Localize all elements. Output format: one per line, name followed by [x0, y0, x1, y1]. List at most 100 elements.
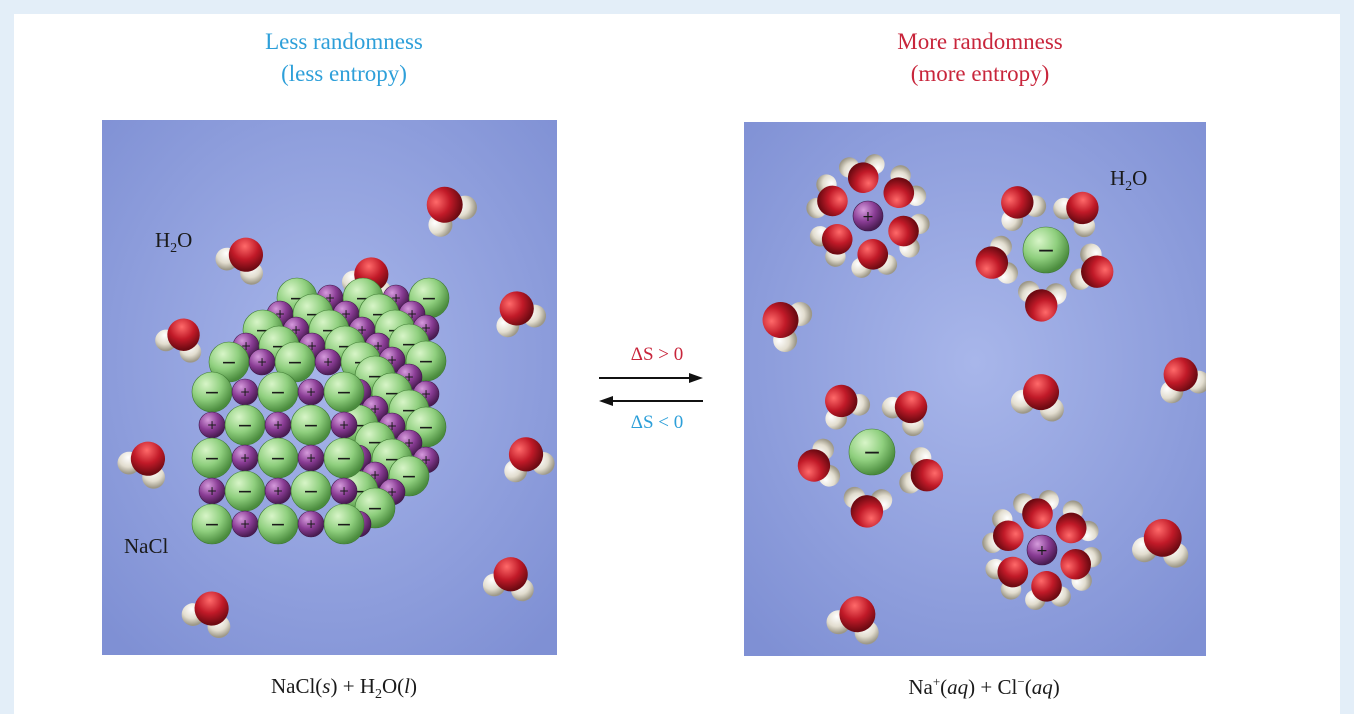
water-molecule	[496, 291, 547, 338]
sodium-ion: +	[264, 477, 292, 505]
water-molecule	[985, 556, 1029, 600]
minus-sign: −	[336, 513, 352, 535]
water-molecule	[1055, 500, 1099, 544]
water-molecule	[881, 390, 928, 437]
chloride-ion: −	[323, 371, 365, 413]
water-molecule	[797, 438, 841, 487]
plus-sign: +	[240, 517, 250, 531]
oxygen-atom	[1025, 289, 1058, 322]
minus-sign: −	[863, 440, 881, 465]
sodium-ion: +	[198, 411, 226, 439]
minus-sign: −	[1037, 238, 1055, 263]
minus-sign: −	[336, 381, 352, 403]
plus-sign: +	[207, 418, 217, 432]
oxygen-atom	[499, 291, 534, 326]
oxygen-atom	[1023, 374, 1060, 411]
oxygen-atom	[992, 520, 1024, 552]
minus-sign: −	[418, 416, 434, 438]
plus-sign: +	[387, 419, 397, 433]
oxygen-atom	[426, 186, 463, 223]
minus-sign: −	[221, 351, 237, 373]
hydrated-ions: + − − +	[762, 154, 1206, 645]
oxygen-atom	[167, 318, 200, 351]
oxygen-atom	[1163, 357, 1198, 392]
water-molecule	[1025, 571, 1071, 610]
plus-sign: +	[306, 517, 316, 531]
sodium-ion: +	[248, 348, 276, 376]
plus-sign: +	[306, 451, 316, 465]
oxygen-atom	[839, 596, 876, 633]
sodium-ion: +	[852, 200, 884, 232]
water-molecule	[975, 235, 1018, 284]
plus-sign: +	[404, 436, 414, 450]
sodium-ion: +	[198, 477, 226, 505]
sodium-ion: +	[264, 411, 292, 439]
chloride-ion: −	[224, 404, 266, 446]
oxygen-atom	[888, 215, 919, 247]
chloride-ion: −	[848, 428, 896, 476]
water-molecule	[809, 223, 853, 267]
plus-sign: +	[273, 418, 283, 432]
water-molecule	[899, 447, 944, 494]
oxygen-atom	[1001, 186, 1034, 219]
plus-sign: +	[357, 323, 367, 337]
oxygen-atom	[1055, 512, 1087, 544]
plus-sign: +	[862, 209, 874, 225]
water-molecule	[1060, 546, 1102, 591]
chloride-ion: −	[323, 437, 365, 479]
minus-sign: −	[270, 513, 286, 535]
sodium-ion: +	[1026, 534, 1058, 566]
oxygen-atom	[975, 246, 1009, 279]
minus-sign: −	[204, 381, 220, 403]
plus-sign: +	[387, 485, 397, 499]
forward-delta-label: ΔS > 0	[630, 344, 684, 365]
reverse-delta-label: ΔS < 0	[630, 412, 684, 433]
minus-sign: −	[204, 513, 220, 535]
plus-sign: +	[421, 321, 431, 335]
plus-sign: +	[307, 339, 317, 353]
chloride-ion: −	[191, 503, 233, 545]
right-equation: Na+(aq) + Cl−(aq)	[908, 674, 1060, 699]
minus-sign: −	[287, 351, 303, 373]
plus-sign: +	[391, 291, 401, 305]
hydrated-chloride: −	[975, 186, 1114, 322]
oxygen-atom	[910, 459, 944, 492]
water-molecule	[851, 239, 898, 278]
free-water-molecule	[1132, 518, 1189, 568]
chloride-ion: −	[290, 470, 332, 512]
water-molecule	[181, 591, 231, 639]
plus-sign: +	[273, 484, 283, 498]
oxygen-atom	[857, 239, 889, 270]
plus-sign: +	[373, 339, 383, 353]
chloride-ion: −	[208, 341, 250, 383]
left-heading-line2: (less entropy)	[281, 61, 407, 86]
chloride-ion: −	[323, 503, 365, 545]
plus-sign: +	[404, 370, 414, 384]
oxygen-atom	[850, 495, 884, 528]
free-water-molecule	[1160, 357, 1206, 404]
oxygen-atom	[194, 591, 229, 626]
minus-sign: −	[421, 287, 437, 309]
water-molecule	[117, 441, 166, 489]
plus-sign: +	[370, 402, 380, 416]
minus-sign: −	[401, 465, 417, 487]
left-heading: Less randomness (less entropy)	[194, 26, 494, 90]
plus-sign: +	[339, 418, 349, 432]
reverse-arrow	[599, 396, 703, 406]
hydrated-sodium: +	[806, 154, 930, 278]
chloride-ion: −	[224, 470, 266, 512]
oxygen-atom	[762, 302, 799, 338]
plus-sign: +	[1036, 543, 1048, 559]
chloride-ion: −	[191, 371, 233, 413]
hydrated-sodium: +	[982, 490, 1102, 610]
oxygen-atom	[228, 237, 264, 272]
sodium-ion: +	[330, 477, 358, 505]
oxygen-atom	[894, 390, 928, 424]
plus-sign: +	[207, 484, 217, 498]
oxygen-atom	[825, 384, 858, 418]
water-molecule	[888, 213, 930, 258]
plus-sign: +	[421, 453, 431, 467]
oxygen-atom	[847, 162, 879, 193]
minus-sign: −	[270, 381, 286, 403]
oxygen-atom	[1081, 255, 1114, 288]
